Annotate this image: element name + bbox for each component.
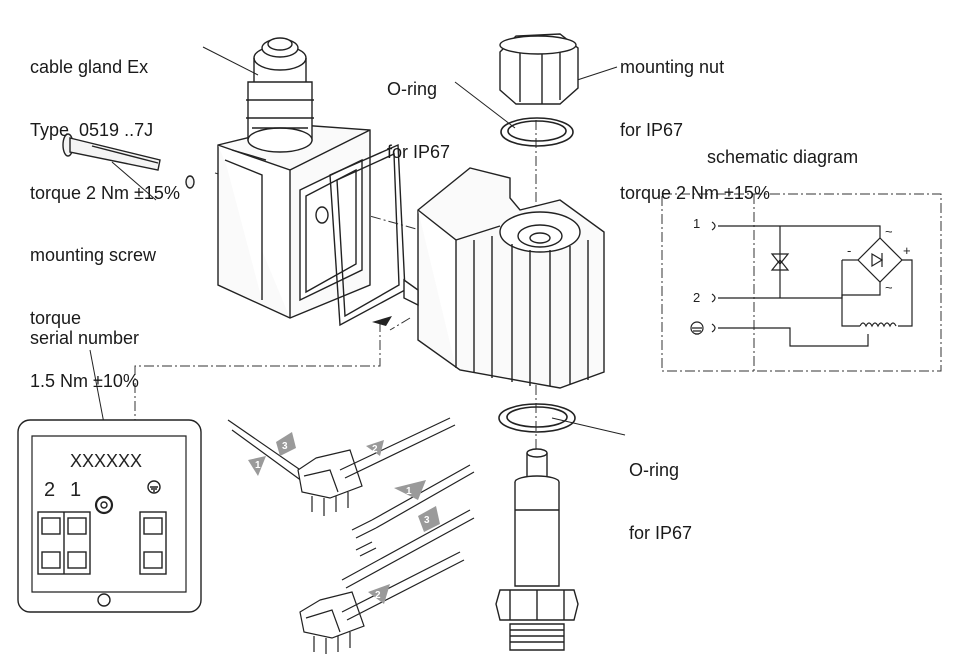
serial-number-label: serial number [30,328,140,348]
step-marker-upper-3: 3 [282,441,288,452]
leader-lines [89,46,626,456]
schematic-diagram-title: schematic diagram [707,147,859,167]
mounting-screw-line-2: torque [30,308,82,328]
mounting-nut [499,33,579,105]
cable-gland-line-2: Type 0519 ..7J [30,120,154,140]
mounting-nut-line-3: torque 2 Nm ±15% [620,183,770,203]
solenoid-coil [403,167,605,389]
step-marker-lower-arrow: 1 [406,486,412,497]
mounting-nut-line-1: mounting nut [620,57,725,77]
mounting-screw-line-3: 1.5 Nm ±10% [30,371,139,391]
o-ring-top-line-2: for IP67 [387,142,451,162]
schematic-circuit [690,221,913,347]
assembly-axes [134,120,537,450]
step-marker-upper-2: 2 [372,444,378,455]
terminal-label-1: 1 [70,479,81,501]
mounting-screw [62,133,195,189]
cable-gland [246,37,314,153]
valve-stem [495,448,579,651]
mounting-nut-line-2: for IP67 [620,120,684,140]
schematic-texts: 1 2 - + ~ ~ [693,216,911,305]
schematic-ac-bottom: ~ [885,280,893,295]
schematic-ac-top: ~ [885,224,893,239]
serial-number-panel [17,419,202,613]
mounting-screw-line-1: mounting screw [30,245,157,265]
o-ring-top-line-1: O-ring [387,79,438,99]
step-marker-lower-2: 2 [375,590,381,601]
o-ring-top-label: O-ring for IP67 [387,37,450,184]
step-marker-badges [248,432,440,604]
schematic-pin-1: 1 [693,216,700,231]
mounting-screw-label: mounting screw torque 1.5 Nm ±10% [30,203,156,413]
serial-panel-texts: XXXXXX 2 1 [44,451,142,501]
cable-gland-label: cable gland Ex Type 0519 ..7J torque 2 N… [30,15,180,225]
o-ring-bottom-label: O-ring for IP67 [629,418,692,565]
cable-gland-line-3: torque 2 Nm ±15% [30,183,180,203]
cable-gland-line-1: cable gland Ex [30,57,149,77]
schematic-frame [661,193,942,372]
mounting-nut-label: mounting nut for IP67 torque 2 Nm ±15% [620,15,770,225]
o-ring-lower [498,403,576,433]
o-ring-bottom-line-1: O-ring [629,460,680,480]
serial-placeholder: XXXXXX [70,451,142,471]
terminal-label-2: 2 [44,479,55,501]
schematic-minus: - [847,243,851,258]
schematic-pin-2: 2 [693,290,700,305]
step-marker-lower-3: 3 [424,515,430,526]
step-marker-upper-1: 1 [255,460,261,471]
plug-housing [217,124,371,319]
o-ring-bottom-line-2: for IP67 [629,523,693,543]
assembly-arrow [372,316,392,326]
schematic-plus: + [903,243,911,258]
o-ring-upper [500,117,574,147]
wiring-detail-upper [227,417,475,557]
wiring-detail-lower [299,509,475,654]
